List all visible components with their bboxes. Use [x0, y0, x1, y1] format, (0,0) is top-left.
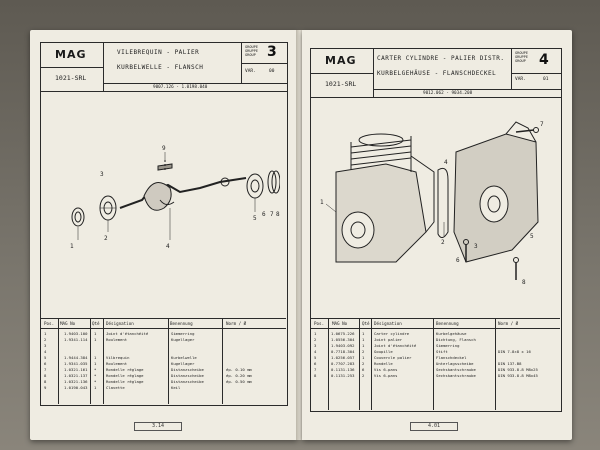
group-number: 3 — [267, 44, 277, 60]
col-benennung: Benennung — [436, 321, 459, 326]
serial-range: 9007.126 - 1.0198.040 — [153, 85, 208, 90]
callout-3: 3 — [100, 171, 104, 178]
left-header: MAG 1021-SRL VILEBREQUIN - PALIER KURBEL… — [40, 42, 288, 92]
brand-logo: MAG — [55, 48, 87, 61]
callout-4: 4 — [166, 243, 170, 250]
col-mag-no: MAG No — [332, 321, 348, 326]
callout-3: 3 — [474, 243, 478, 250]
var-label: VAR. — [515, 77, 526, 82]
var-value: 00 — [269, 69, 275, 74]
brand-logo: MAG — [325, 54, 357, 67]
page-number: 3.14 — [134, 422, 182, 431]
callout-5: 5 — [253, 215, 257, 222]
col-norm: Norm / Ø — [498, 321, 519, 326]
col-pos: Pos. — [44, 321, 55, 326]
callout-6: 6 — [456, 257, 460, 264]
callout-7: 7 — [540, 121, 544, 128]
page-number: 4.01 — [410, 422, 458, 431]
col-norm: Norm / Ø — [226, 321, 247, 326]
crankcase-exploded-diagram: 1 2 3 4 5 6 7 8 — [320, 121, 544, 286]
col-designation: Désignation — [106, 321, 134, 326]
callout-1: 1 — [70, 243, 74, 250]
callout-7: 7 — [270, 211, 274, 218]
title-french: CARTER CYLINDRE - PALIER DISTR. — [377, 55, 505, 62]
col-benennung: Benennung — [170, 321, 193, 326]
title-german: KURBELWELLE - FLANSCH — [117, 64, 204, 71]
col-qty: Qté — [362, 321, 370, 326]
model-number: 1021-SRL — [55, 74, 87, 82]
title-french: VILEBREQUIN - PALIER — [117, 49, 200, 56]
col-pos: Pos. — [314, 321, 325, 326]
right-page: MAG 1021-SRL CARTER CYLINDRE - PALIER DI… — [302, 30, 572, 440]
col-mag-no: MAG No — [60, 321, 76, 326]
callout-5: 5 — [530, 233, 534, 240]
var-label: VAR. — [245, 69, 256, 74]
right-header: MAG 1021-SRL CARTER CYLINDRE - PALIER DI… — [310, 48, 562, 98]
callout-8: 8 — [276, 211, 280, 218]
callout-6: 6 — [262, 211, 266, 218]
title-german: KURBELGEHÄUSE - FLANSCHDECKEL — [377, 70, 497, 77]
left-page: MAG 1021-SRL VILEBREQUIN - PALIER KURBEL… — [30, 30, 298, 440]
callout-2: 2 — [441, 239, 445, 246]
crankshaft-exploded-diagram: 1 2 3 4 5 6 7 8 9 — [70, 145, 280, 250]
callout-1: 1 — [320, 199, 324, 206]
callout-2: 2 — [104, 235, 108, 242]
col-qty: Qté — [92, 321, 100, 326]
serial-range: 9012.062 - 9034.208 — [423, 91, 473, 96]
callout-8: 8 — [522, 279, 526, 286]
book-spine — [296, 30, 304, 440]
callout-4: 4 — [444, 159, 448, 166]
model-number: 1021-SRL — [325, 80, 357, 88]
group-number: 4 — [539, 52, 549, 68]
var-value: 01 — [543, 77, 549, 82]
callout-9: 9 — [162, 145, 166, 152]
col-designation: Désignation — [374, 321, 402, 326]
